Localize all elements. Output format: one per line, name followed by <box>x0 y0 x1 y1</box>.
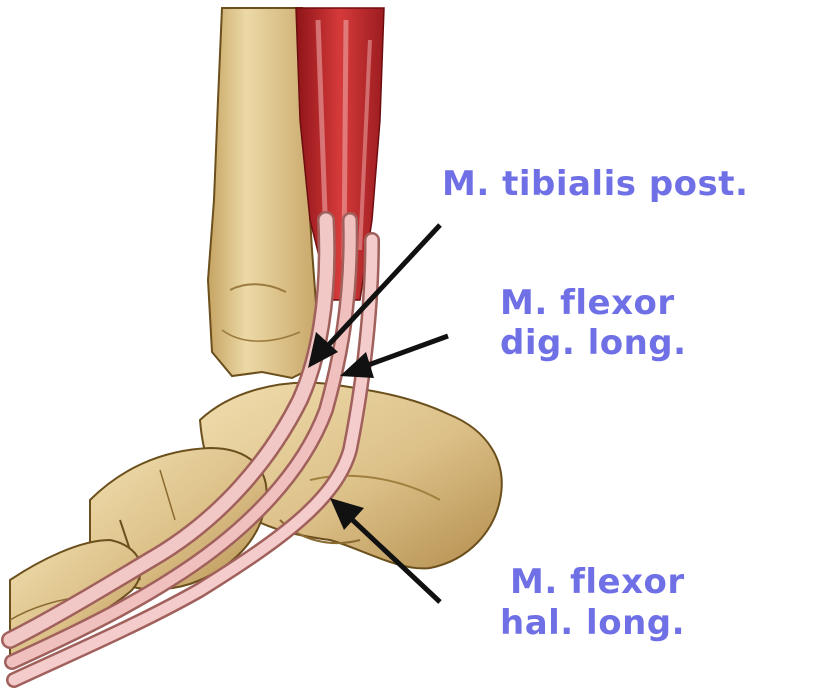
label-flexor-digitorum-line1: M. flexor <box>500 283 675 323</box>
label-flexor-hallucis-line2: hal. long. <box>500 603 685 643</box>
label-flexor-hallucis-line1: M. flexor <box>510 562 685 602</box>
label-tibialis-posterior: M. tibialis post. <box>442 164 748 204</box>
label-flexor-digitorum-line2: dig. long. <box>500 323 687 363</box>
